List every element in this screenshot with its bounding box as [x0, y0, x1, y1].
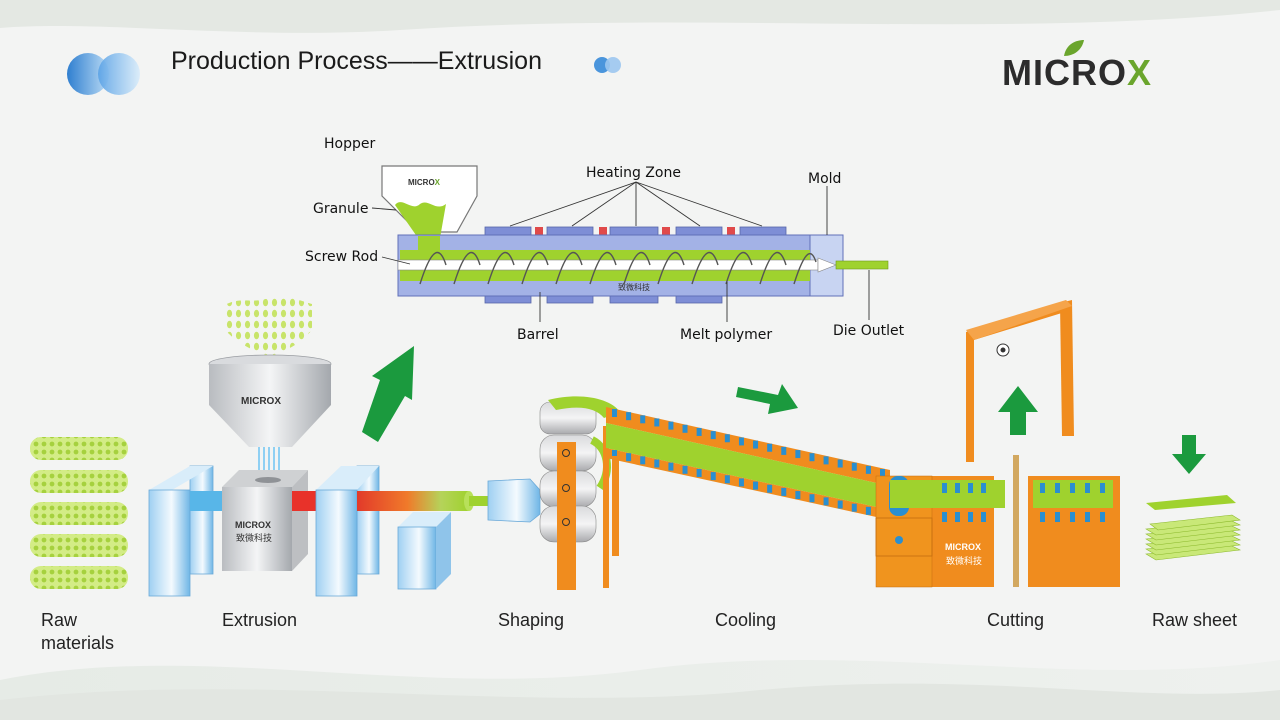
stage-label-raw-materials: Raw materials — [41, 609, 114, 655]
cooling-roller — [682, 465, 688, 474]
cooling-roller — [696, 427, 702, 436]
header-circles-decoration — [67, 53, 140, 95]
stage-label-extrusion: Extrusion — [222, 610, 298, 630]
label-melt-polymer: Melt polymer — [680, 327, 772, 343]
label-screw-rod: Screw Rod — [305, 249, 378, 265]
cooling-roller — [724, 434, 730, 443]
stage-label-cutting: Cutting — [987, 610, 1045, 630]
cooling-roller — [823, 456, 829, 465]
cooling-roller — [781, 487, 787, 496]
brand-logo: MICROX — [1002, 52, 1152, 94]
cooling-roller — [710, 472, 716, 481]
page-title: Production Process——Extrusion — [171, 47, 542, 75]
stage-text: Raw materials — [41, 610, 115, 653]
cooling-roller — [880, 469, 885, 477]
cooling-rollers — [612, 409, 885, 518]
cooling-roller — [696, 468, 702, 477]
svg-text:致微科技: 致微科技 — [618, 282, 650, 292]
cooling-roller — [795, 491, 801, 500]
stage-label-raw-sheet: Raw sheet — [1152, 610, 1238, 630]
cooling-roller — [809, 494, 815, 503]
label-die-outlet: Die Outlet — [833, 323, 905, 339]
cooling-roller — [837, 459, 843, 468]
cooling-roller — [738, 478, 744, 487]
cooling-roller — [809, 453, 815, 462]
cooling-roller — [626, 453, 632, 462]
cooling-roller — [865, 506, 871, 515]
cooling-roller — [612, 409, 617, 417]
svg-text:MICROX: MICROX — [235, 520, 271, 530]
label-heating-zone: Heating Zone — [586, 165, 681, 181]
svg-text:致微科技: 致微科技 — [236, 532, 272, 544]
cooling-roller — [612, 450, 617, 458]
cooling-roller — [851, 503, 857, 512]
cooling-roller — [710, 431, 716, 440]
svg-text:MICROX: MICROX — [241, 396, 281, 407]
stage-label-cooling: Cooling — [715, 610, 777, 630]
cooling-roller — [738, 437, 744, 446]
cooling-roller — [682, 424, 688, 433]
cooling-roller — [851, 462, 857, 471]
cooling-roller — [626, 412, 632, 421]
cooling-roller — [640, 415, 646, 424]
label-hopper: Hopper — [324, 136, 375, 152]
label-barrel: Barrel — [517, 327, 559, 343]
cooling-roller — [823, 497, 829, 506]
cooling-roller — [654, 459, 660, 468]
stage-label-shaping: Shaping — [498, 610, 565, 630]
cooling-roller — [781, 446, 787, 455]
cooling-roller — [795, 450, 801, 459]
cooling-roller — [640, 456, 646, 465]
cooling-roller — [668, 462, 674, 471]
svg-text:致微科技: 致微科技 — [946, 555, 982, 567]
cooling-roller — [767, 484, 773, 493]
cooling-roller — [767, 443, 773, 452]
cooling-roller — [753, 440, 759, 449]
leaf-icon — [1064, 40, 1084, 56]
cooling-roller — [654, 418, 660, 427]
svg-text:MICROX: MICROX — [408, 178, 441, 187]
svg-text:MICROX: MICROX — [945, 542, 981, 552]
label-mold: Mold — [808, 171, 841, 187]
brand-logo-accent: X — [1127, 52, 1153, 93]
cooling-roller — [753, 481, 759, 490]
cooling-roller — [865, 465, 871, 474]
cooling-roller — [724, 475, 730, 484]
cooling-roller — [668, 421, 674, 430]
title-dots-icon — [594, 57, 621, 73]
label-granule: Granule — [313, 201, 368, 217]
brand-logo-main: MICRO — [1002, 52, 1127, 93]
cooling-roller — [837, 500, 843, 509]
